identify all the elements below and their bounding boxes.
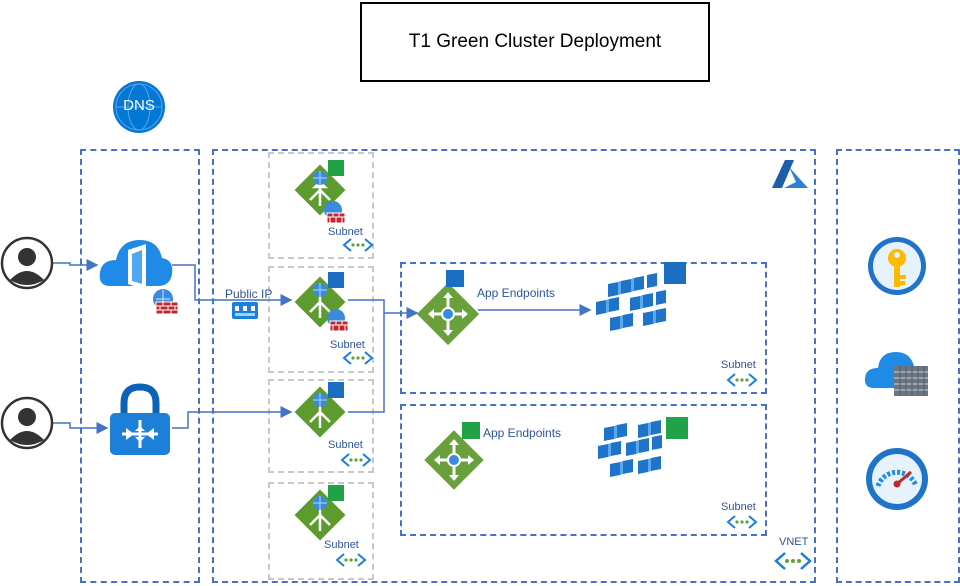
monitor-gauge-icon (866, 448, 928, 510)
cluster-subnet-2 (400, 404, 767, 536)
key-vault-icon (868, 237, 926, 295)
kubernetes-cluster-icon (598, 417, 688, 477)
connector-gateway2-appgw (348, 299, 419, 319)
gateway-subnet-4 (268, 482, 374, 580)
firewall-icon (153, 289, 179, 315)
gateway-subnet-2 (268, 266, 374, 373)
dns-icon (113, 81, 165, 133)
app-gateway-icon (424, 422, 484, 490)
vnet-icon (342, 238, 374, 252)
subnet-label: Subnet (721, 501, 756, 513)
gateway-subnet-3 (268, 379, 374, 473)
kubernetes-cluster-icon (596, 262, 686, 331)
subnet-label: Subnet (324, 539, 359, 551)
front-door-icon (99, 240, 173, 290)
firewall-icon (327, 309, 349, 332)
public-ip-label: Public IP (225, 287, 273, 301)
app-endpoints-label: App Endpoints (477, 286, 556, 300)
app-gateway-icon (416, 270, 480, 346)
vpn-gateway-icon (110, 383, 170, 455)
app-gateway-icon (294, 382, 346, 438)
public-ip-icon (232, 302, 258, 319)
user-icon (0, 236, 54, 290)
shared-services-container (836, 149, 960, 583)
dns-label: DNS (123, 97, 155, 114)
diagram-title: T1 Green Cluster Deployment (360, 2, 710, 82)
connector-frontdoor-gateway (172, 264, 293, 306)
connector-user2-vpn (50, 422, 109, 434)
user-icon (0, 396, 54, 450)
app-gateway-icon (294, 485, 346, 541)
subnet-label: Subnet (721, 359, 756, 371)
vnet-icon (342, 351, 374, 365)
subnet-label: Subnet (328, 226, 363, 238)
vnet-icon (726, 515, 758, 529)
edge-services-container (80, 149, 200, 583)
subnet-label: Subnet (328, 439, 363, 451)
connector-gateway3-appgw (348, 313, 385, 413)
container-registry-icon (864, 352, 928, 396)
cluster-subnet-1 (400, 262, 767, 394)
firewall-icon (324, 201, 346, 224)
gateway-subnet-1 (268, 152, 374, 259)
vnet-label: VNET (779, 536, 809, 548)
vnet-icon (335, 553, 367, 567)
azure-logo-icon (772, 160, 808, 188)
vnet-icon (340, 453, 372, 467)
subnet-label: Subnet (330, 339, 365, 351)
vnet-icon (774, 552, 812, 570)
app-endpoints-label: App Endpoints (483, 426, 562, 440)
azure-region-container (212, 149, 816, 583)
vnet-icon (726, 373, 758, 387)
connector-user1-frontdoor (50, 259, 99, 271)
connector-vpn-gateway (172, 406, 293, 429)
